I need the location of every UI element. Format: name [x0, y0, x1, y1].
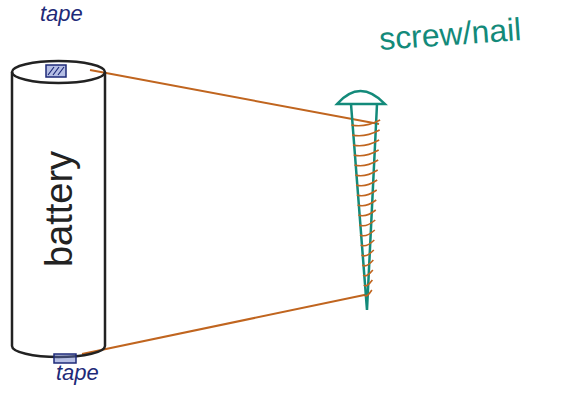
screw-label: screw/nail — [378, 13, 522, 55]
tape-mark — [46, 65, 66, 77]
battery-body — [12, 72, 105, 357]
screw-head — [337, 91, 385, 104]
battery-top — [12, 61, 105, 83]
screw-outline — [335, 80, 395, 314]
battery-cell: battery — [10, 58, 107, 360]
tape-label: tape — [56, 362, 99, 384]
screw-core: screw/nail — [335, 80, 395, 314]
copper-wire — [82, 294, 369, 354]
coil-winding — [351, 120, 380, 296]
tape-label: tape — [40, 3, 83, 25]
copper-wire — [90, 70, 379, 124]
tape-hatch — [48, 67, 64, 75]
battery-label: battery — [40, 151, 78, 267]
